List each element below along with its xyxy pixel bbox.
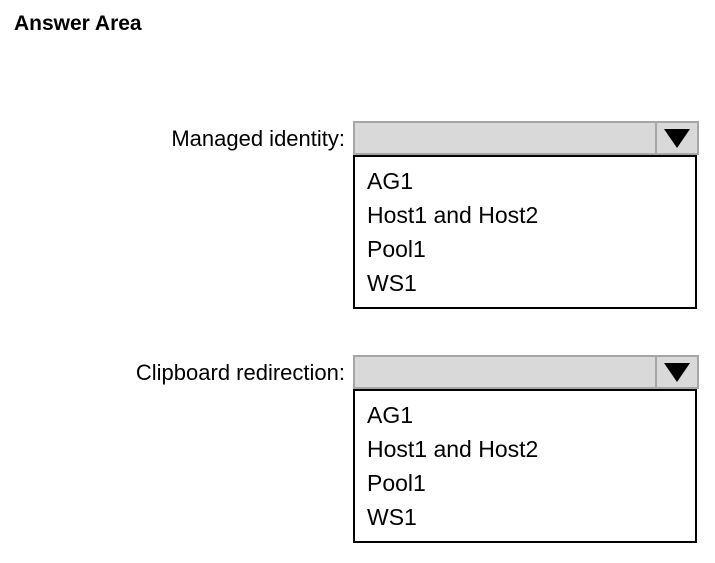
dropdown-arrow-button[interactable]	[655, 357, 697, 387]
dropdown-option[interactable]: Pool1	[367, 236, 426, 262]
dropdown-option[interactable]: AG1	[367, 402, 414, 428]
question-label-clipboard-redirection: Clipboard redirection:	[135, 360, 345, 385]
page-title: Answer Area	[14, 12, 142, 35]
chevron-down-icon	[664, 362, 690, 382]
question-label-managed-identity: Managed identity:	[171, 126, 345, 151]
chevron-down-icon	[664, 128, 690, 148]
dropdown-option[interactable]: Host1 and Host2	[367, 202, 539, 228]
dropdown-options-list-clipboard-redirection: AG1 Host1 and Host2 Pool1 WS1	[353, 389, 697, 543]
dropdown-option[interactable]: WS1	[367, 504, 417, 530]
dropdown-option[interactable]: WS1	[367, 270, 417, 296]
dropdown-option[interactable]: AG1	[367, 168, 414, 194]
dropdown-option[interactable]: Host1 and Host2	[367, 436, 539, 462]
dropdown-select-clipboard-redirection[interactable]	[353, 355, 699, 389]
dropdown-options-list-managed-identity: AG1 Host1 and Host2 Pool1 WS1	[353, 155, 697, 309]
dropdown-option[interactable]: Pool1	[367, 470, 426, 496]
dropdown-select-managed-identity[interactable]	[353, 121, 699, 155]
dropdown-arrow-button[interactable]	[655, 123, 697, 153]
